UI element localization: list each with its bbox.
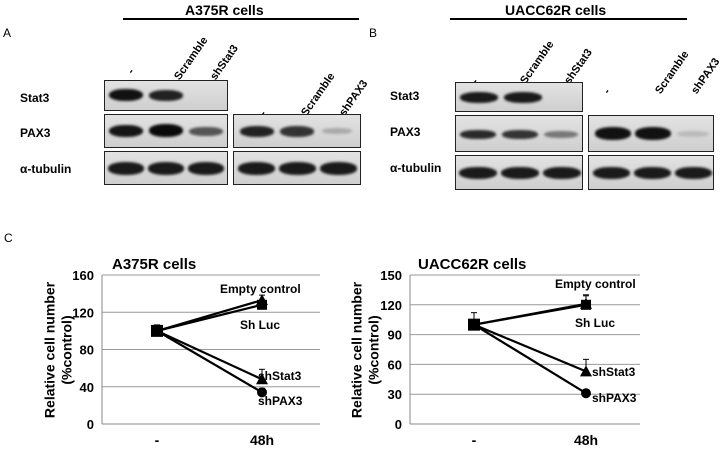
panel-label-b: B [369, 26, 378, 40]
chart-title: A375R cells [112, 256, 196, 273]
series-label: shPAX3 [258, 394, 303, 408]
series-line [156, 329, 263, 394]
series-line [473, 323, 587, 373]
blot-b-row-label: α-tubulin [390, 161, 442, 175]
series-line [473, 323, 587, 395]
y-axis-label: Relative cell number(%control) [349, 281, 382, 418]
blot-b-pax3-pax3-knockdown [588, 115, 714, 152]
x-tick-label: 48h [574, 432, 598, 448]
blot-a-stat3 [104, 80, 228, 111]
data-point-triangle [580, 365, 592, 377]
series-line [473, 303, 587, 326]
blot-b-tubulin-pax3-knockdown [588, 155, 714, 190]
x-tick-label: 48h [250, 432, 274, 448]
blot-b-stat3 [455, 82, 583, 112]
blot-a-row-label: Stat3 [20, 91, 50, 105]
blot-b-title: UACC62R cells [505, 2, 607, 18]
data-point-square [468, 318, 480, 331]
y-tick-label: 40 [80, 380, 94, 395]
y-tick-label: 160 [72, 268, 94, 283]
chart-title: UACC62R cells [418, 256, 526, 273]
series-label: shStat3 [258, 369, 302, 383]
blot-a-title-underline [123, 18, 359, 20]
x-tick-label: - [155, 432, 160, 448]
blot-b-row-label: PAX3 [390, 125, 421, 139]
y-tick-label: 60 [388, 357, 402, 372]
blot-b-row-label: Stat3 [390, 89, 420, 103]
panel-label-c: C [4, 231, 13, 245]
data-point-square [257, 299, 267, 310]
blot-a-tubulin-stat3-knockdown [104, 151, 228, 185]
blot-a-row-label: α-tubulin [20, 162, 72, 176]
series-label: shStat3 [592, 365, 636, 379]
y-tick-label: 120 [380, 298, 402, 313]
blot-a-row-label: PAX3 [20, 126, 51, 140]
y-tick-label: 0 [87, 417, 94, 432]
blot-a-tubulin-pax3-knockdown [233, 151, 361, 185]
y-tick-label: 30 [388, 387, 402, 402]
y-axis-label: Relative cell number(%control) [42, 281, 75, 418]
data-point-square [151, 324, 163, 337]
y-tick-label: 150 [380, 268, 402, 283]
data-point-triangle [256, 373, 268, 385]
series-line [156, 303, 263, 332]
blot-a-pax3-stat3-knockdown [104, 114, 228, 148]
series-label: Empty control [555, 277, 636, 291]
series-label: Sh Luc [240, 318, 280, 332]
series-line [156, 329, 263, 381]
series-label: Sh Luc [575, 316, 615, 330]
blot-a-title: A375R cells [185, 2, 264, 18]
blot-b-pax3-stat3-knockdown [455, 115, 583, 152]
series-label: Empty control [220, 282, 301, 296]
panel-label-a: A [3, 26, 12, 40]
y-tick-label: 90 [388, 328, 402, 343]
data-point-circle [257, 387, 267, 398]
y-tick-label: 0 [395, 417, 402, 432]
y-tick-label: 120 [72, 305, 94, 320]
blot-b-tubulin-stat3-knockdown [455, 155, 583, 190]
y-tick-label: 80 [80, 343, 94, 358]
data-point-circle [581, 388, 591, 399]
blot-b-title-underline [450, 18, 687, 20]
x-tick-label: - [472, 432, 477, 448]
series-label: shPAX3 [592, 391, 637, 405]
data-point-square [581, 299, 591, 310]
blot-a-pax3-pax3-knockdown [233, 114, 361, 148]
